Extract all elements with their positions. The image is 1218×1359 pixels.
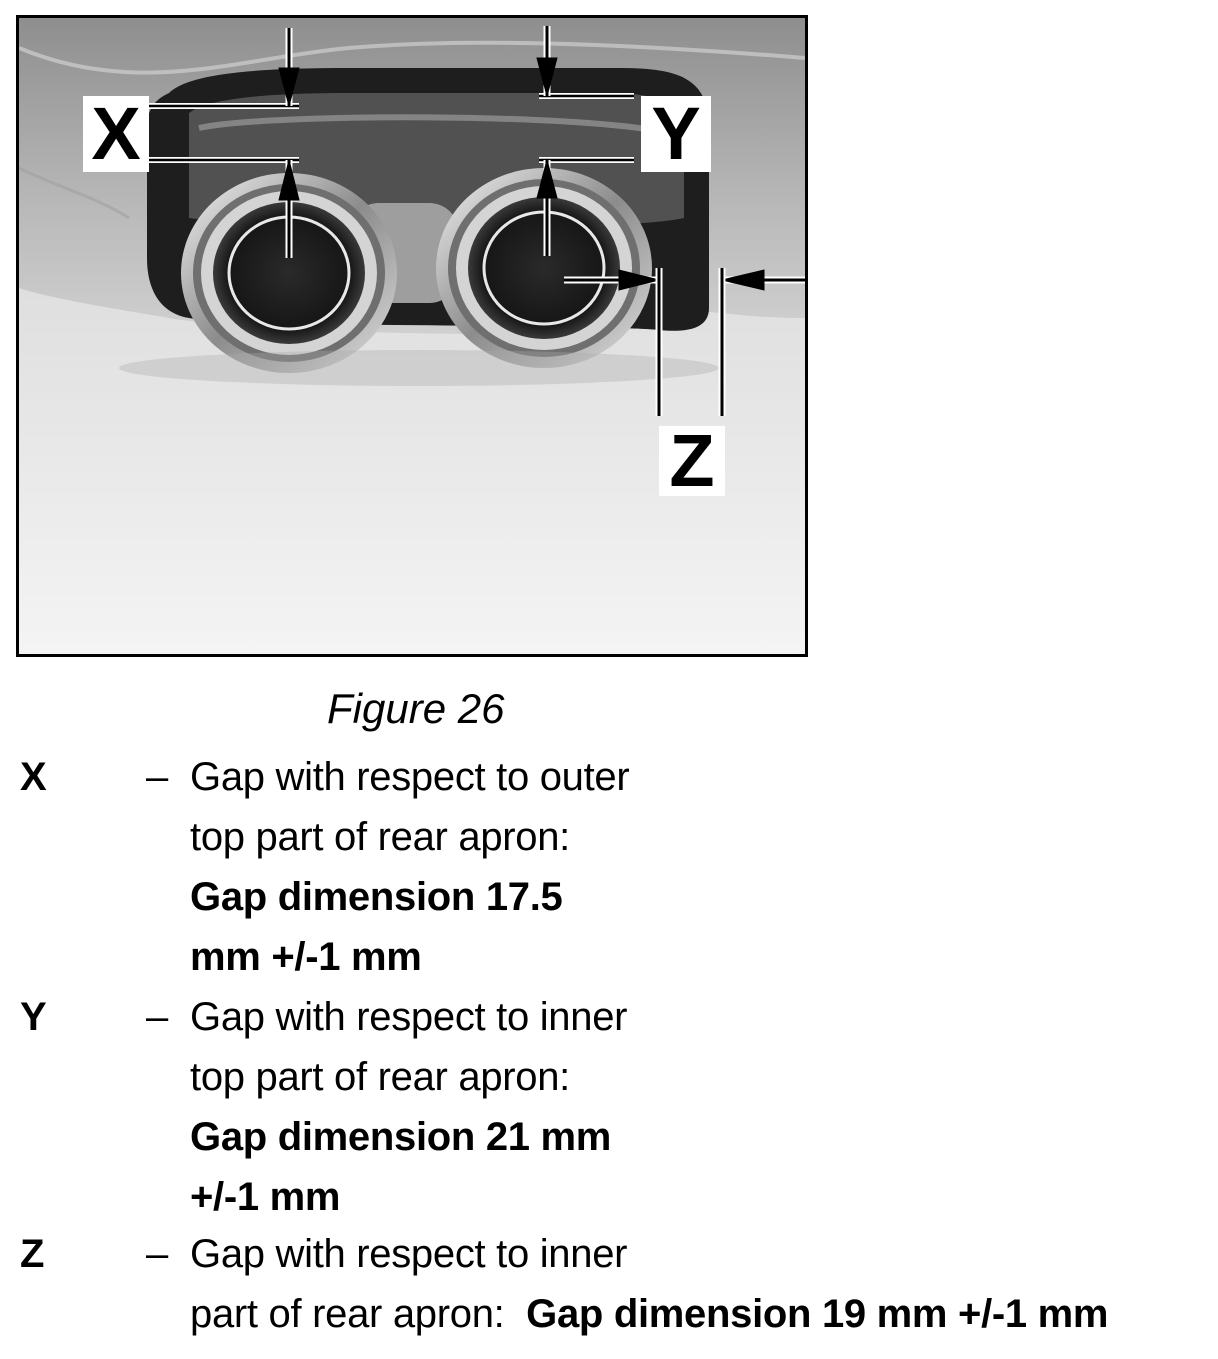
dimension-z-marker (564, 268, 805, 416)
legend-key-y: Y (20, 995, 47, 1039)
label-x: X (83, 96, 149, 172)
legend-text-x: Gap with respect to outer top part of re… (190, 747, 630, 987)
legend-dash-z: – (146, 1232, 169, 1276)
dimension-x-marker (147, 28, 300, 258)
legend-key-z: Z (20, 1232, 45, 1276)
legend-x-dimension-2: mm +/-1 mm (190, 935, 422, 979)
legend-text-y: Gap with respect to inner top part of re… (190, 987, 627, 1227)
legend-dash-y: – (146, 995, 169, 1039)
legend-dash-x: – (146, 755, 169, 799)
left-tailpipe (181, 173, 397, 373)
dimension-y-marker (536, 26, 634, 256)
right-tailpipe (436, 168, 652, 368)
legend-y-dimension-1: Gap dimension 21 mm (190, 1115, 612, 1159)
legend-z-line-2-plain: part of rear apron: (190, 1292, 505, 1336)
legend-x-dimension-1: Gap dimension 17.5 (190, 875, 563, 919)
legend-z-dimension: Gap dimension 19 mm +/-1 mm (526, 1292, 1109, 1336)
legend-y-dimension-2: +/-1 mm (190, 1175, 341, 1219)
label-y: Y (641, 96, 711, 172)
legend-text-z: Gap with respect to inner part of rear a… (190, 1224, 1109, 1344)
legend-z-line-2: part of rear apron: Gap dimension 19 mm … (190, 1284, 1109, 1344)
legend-x-line-1: Gap with respect to outer (190, 755, 630, 799)
label-z: Z (659, 424, 725, 498)
legend-y-line-1: Gap with respect to inner (190, 995, 628, 1039)
figure-image: X Y Z (16, 15, 808, 657)
legend-x-line-2: top part of rear apron: (190, 815, 570, 859)
legend-z-line-1: Gap with respect to inner (190, 1232, 628, 1276)
figure-caption: Figure 26 (327, 685, 505, 732)
legend-y-line-2: top part of rear apron: (190, 1055, 570, 1099)
legend-key-x: X (20, 755, 47, 799)
